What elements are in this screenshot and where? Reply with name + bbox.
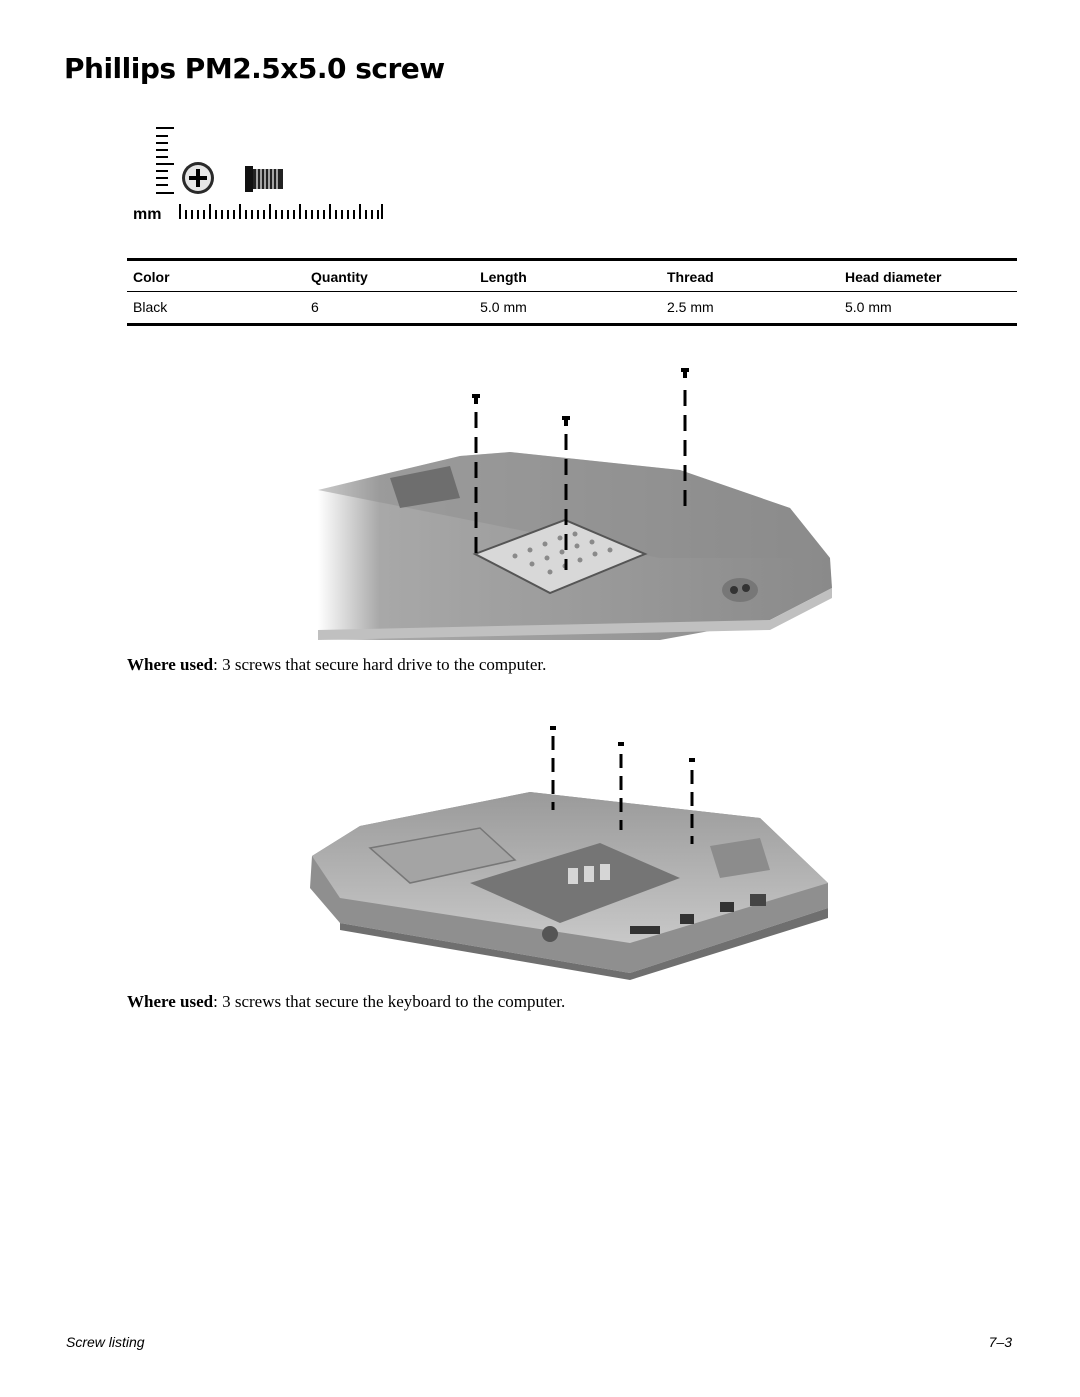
header-color: Color — [127, 258, 305, 292]
cell-thread: 2.5 mm — [660, 291, 839, 326]
footer-page-number: 7–3 — [988, 1334, 1012, 1350]
screw-scale-figure: mm — [133, 127, 383, 223]
header-head-diameter: Head diameter — [838, 258, 1017, 292]
usage-label: Where used — [127, 655, 214, 674]
mm-label: mm — [133, 206, 161, 223]
header-quantity: Quantity — [305, 258, 475, 292]
cell-quantity: 6 — [305, 291, 475, 326]
header-thread: Thread — [660, 258, 839, 292]
footer-section-title: Screw listing — [66, 1334, 145, 1350]
usage-caption-keyboard: Where used: 3 screws that secure the key… — [127, 992, 565, 1012]
cell-length: 5.0 mm — [474, 291, 661, 326]
screw-side-view-icon — [245, 166, 283, 192]
cell-head-diameter: 5.0 mm — [838, 291, 1017, 326]
usage-caption-hard-drive: Where used: 3 screws that secure hard dr… — [127, 655, 546, 675]
usage-label: Where used — [127, 992, 214, 1011]
cell-color: Black — [127, 291, 305, 326]
page-title: Phillips PM2.5x5.0 screw — [64, 52, 445, 85]
vertical-ruler — [156, 127, 174, 194]
phillips-screw-head-icon — [182, 162, 214, 194]
hard-drive-screws-photo — [318, 368, 832, 640]
usage-text: : 3 screws that secure the keyboard to t… — [213, 992, 566, 1011]
usage-text: : 3 screws that secure hard drive to the… — [213, 655, 547, 674]
screw-callouts — [472, 368, 689, 570]
horizontal-ruler — [179, 204, 383, 219]
table-header-row: Color Quantity Length Thread Head diamet… — [127, 258, 1017, 292]
screw-callouts — [550, 726, 695, 844]
screw-spec-table: Color Quantity Length Thread Head diamet… — [127, 258, 1017, 326]
header-length: Length — [474, 258, 661, 292]
keyboard-screws-photo — [310, 726, 828, 980]
table-row: Black 6 5.0 mm 2.5 mm 5.0 mm — [127, 291, 1017, 326]
